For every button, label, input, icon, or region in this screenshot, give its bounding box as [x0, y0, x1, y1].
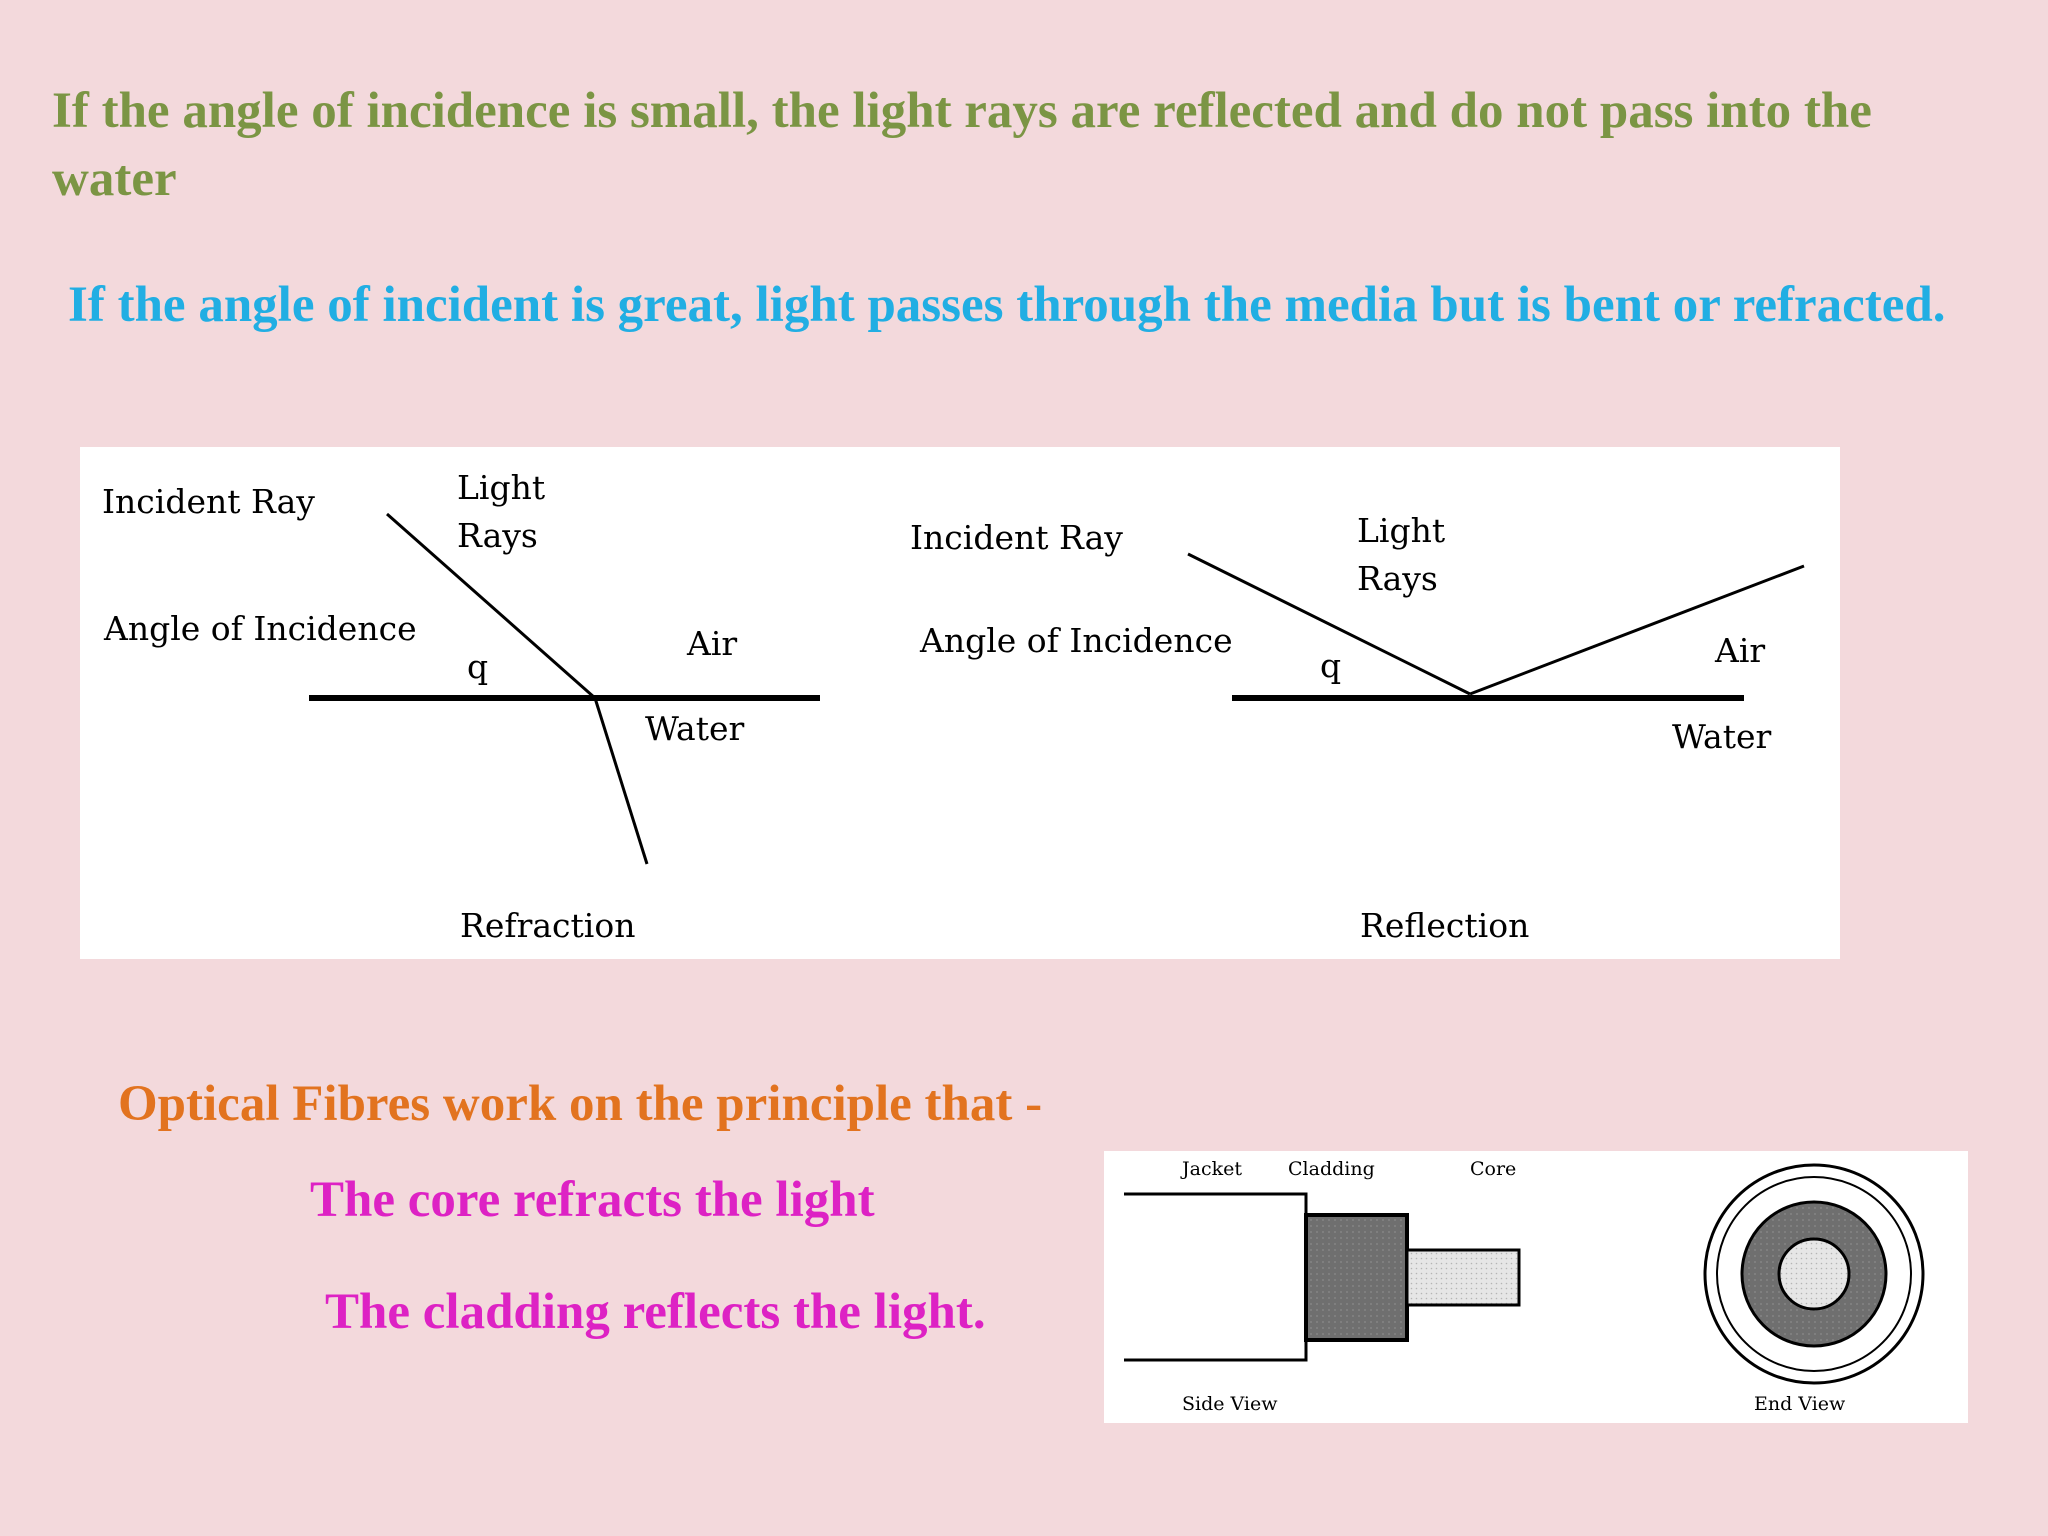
refraction-incident-ray-label: Incident Ray	[102, 482, 315, 521]
refraction-theta-label: q	[467, 647, 488, 686]
cladding-statement: The cladding reflects the light.	[325, 1284, 986, 1340]
core-statement: The core refracts the light	[310, 1172, 875, 1228]
end-core-disc	[1777, 1237, 1851, 1311]
reflection-angle-label: Angle of Incidence	[919, 621, 1233, 660]
reflection-incident-ray	[1187, 552, 1471, 696]
reflection-theta-label: q	[1320, 646, 1341, 685]
fibre-side-view	[1124, 1192, 1521, 1362]
core-shape	[1405, 1248, 1521, 1307]
refraction-water-label: Water	[645, 709, 745, 748]
reflection-note: If the angle of incidence is small, the …	[52, 83, 1872, 207]
refraction-refracted-ray	[593, 697, 649, 865]
reflection-figure: Incident Ray Light Rays Angle of Inciden…	[910, 511, 1805, 945]
reflection-light-label: Light	[1357, 511, 1445, 550]
refraction-note: If the angle of incident is great, light…	[68, 277, 1946, 333]
core-label: Core	[1470, 1158, 1516, 1180]
cladding-label: Cladding	[1288, 1158, 1375, 1180]
principle-heading: Optical Fibres work on the principle tha…	[118, 1076, 1043, 1132]
reflection-reflected-ray	[1469, 564, 1805, 696]
reflection-rays-label: Rays	[1357, 559, 1438, 598]
reflection-incident-ray-label: Incident Ray	[910, 518, 1123, 557]
side-view-label: Side View	[1182, 1393, 1278, 1415]
refraction-reflection-diagram: Incident Ray Light Rays Angle of Inciden…	[80, 447, 1840, 959]
optical-fibre-diagram: Jacket Cladding Core Side View End View	[1104, 1151, 1968, 1423]
jacket-label: Jacket	[1180, 1158, 1242, 1180]
refraction-caption: Refraction	[460, 906, 635, 945]
cladding-shape	[1304, 1213, 1409, 1342]
fibre-end-view	[1703, 1163, 1925, 1385]
refraction-incident-ray	[386, 512, 596, 700]
jacket-shape	[1124, 1192, 1308, 1362]
refraction-air-label: Air	[686, 624, 737, 663]
reflection-water-label: Water	[1672, 717, 1772, 756]
refraction-angle-label: Angle of Incidence	[103, 609, 417, 648]
reflection-air-label: Air	[1714, 631, 1765, 670]
refraction-figure: Incident Ray Light Rays Angle of Inciden…	[102, 468, 820, 945]
refraction-rays-label: Rays	[457, 516, 538, 555]
reflection-caption: Reflection	[1360, 906, 1529, 945]
end-view-label: End View	[1754, 1393, 1846, 1415]
refraction-light-label: Light	[457, 468, 545, 507]
